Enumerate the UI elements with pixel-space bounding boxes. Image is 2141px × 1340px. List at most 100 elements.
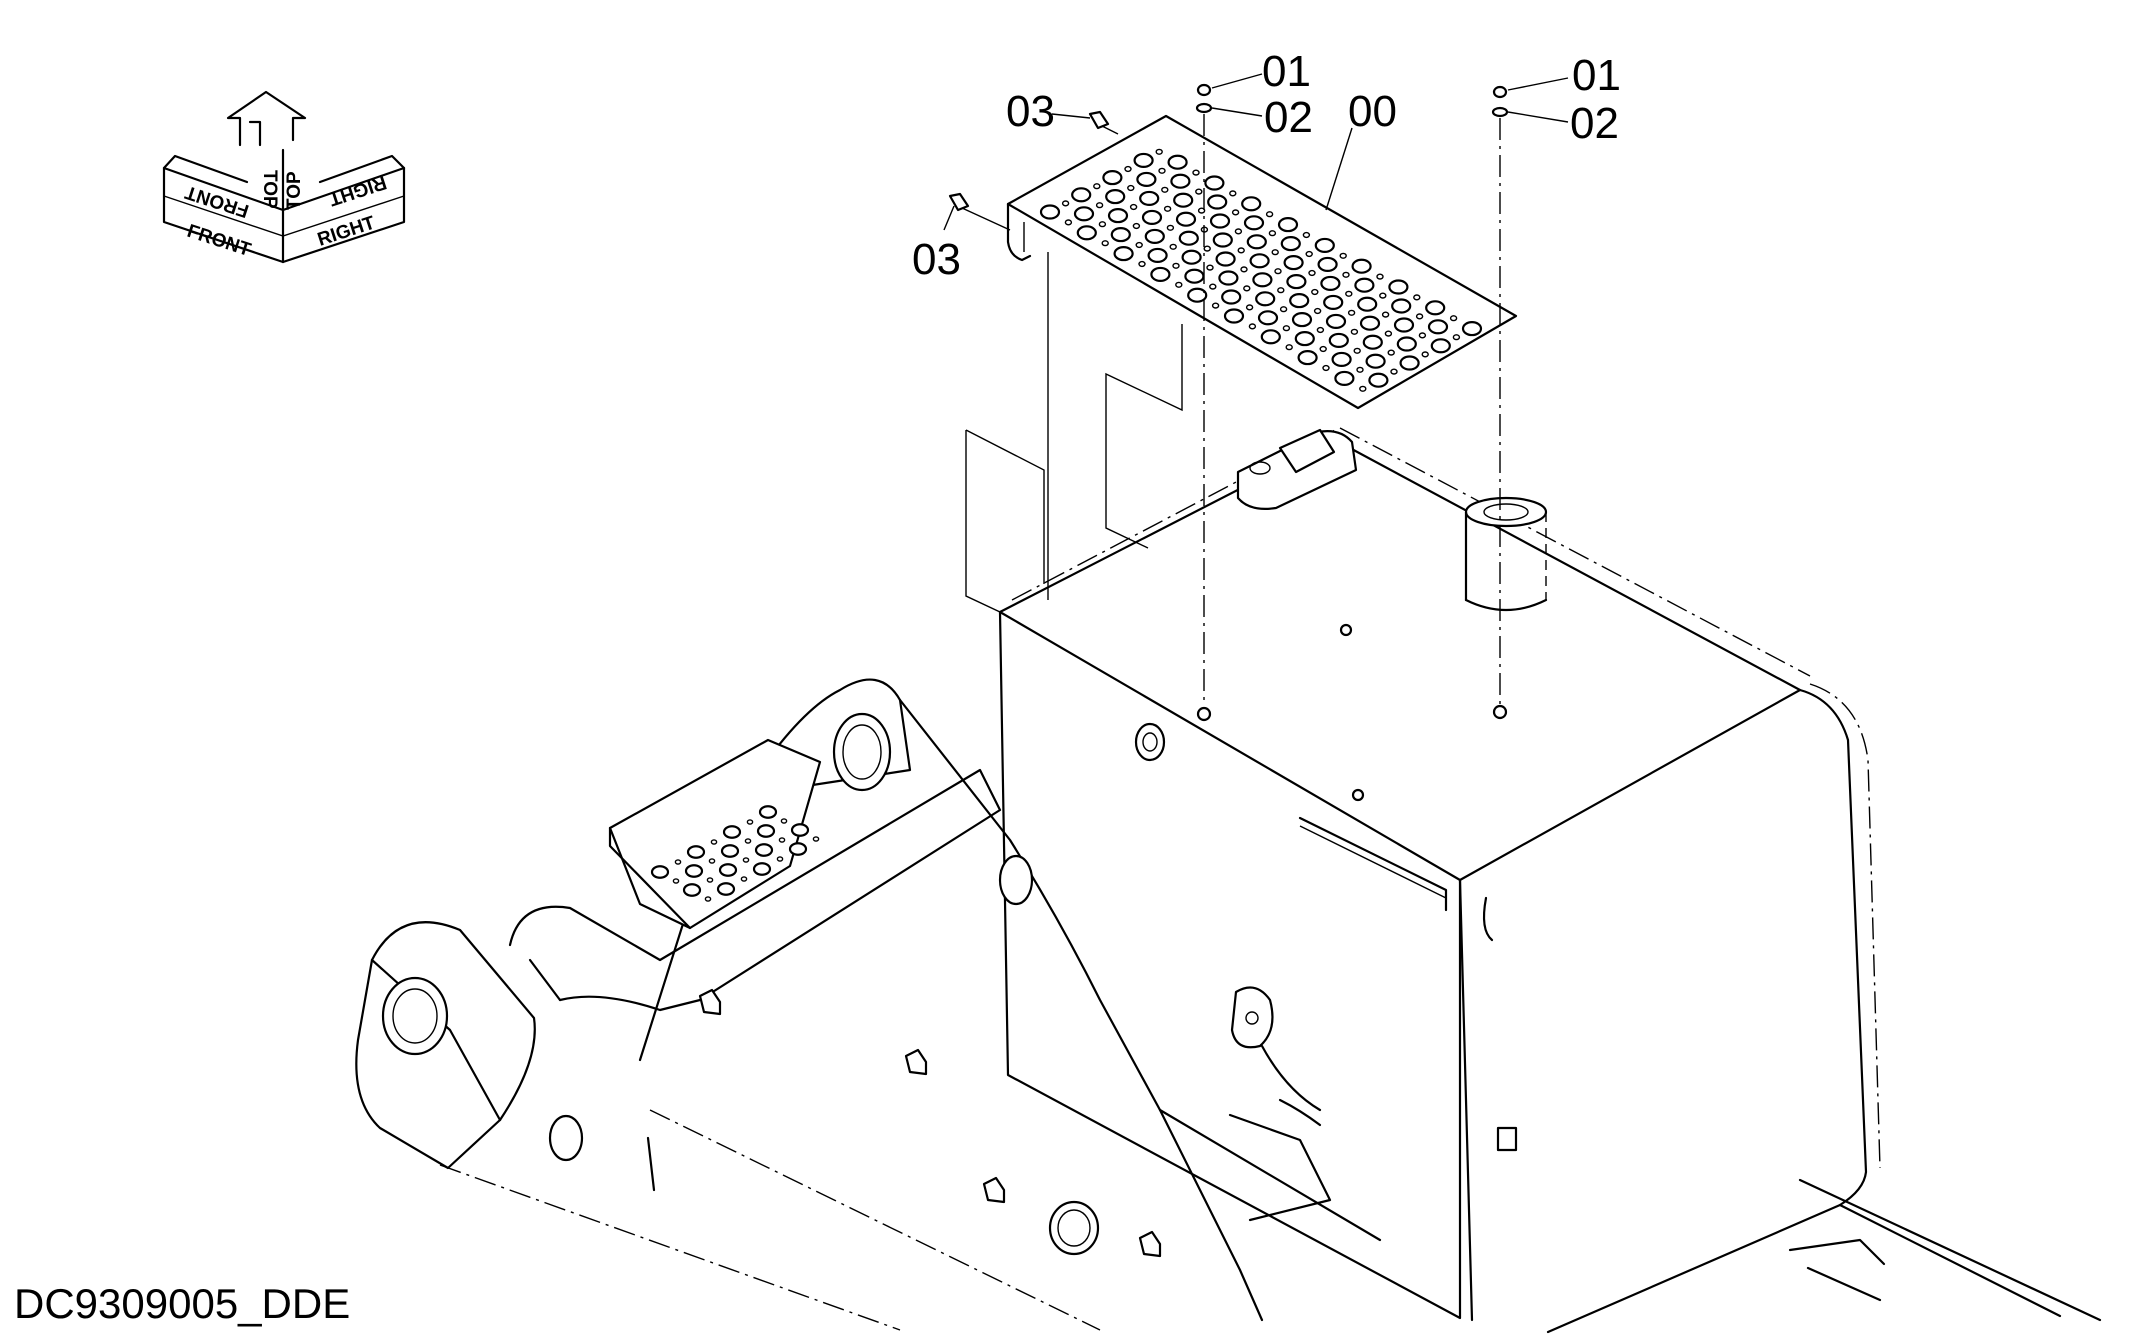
perforation-dot bbox=[1234, 228, 1243, 235]
perforation-dot bbox=[706, 877, 714, 883]
perforation-dot bbox=[1322, 364, 1330, 372]
perforation-dot bbox=[1379, 292, 1387, 299]
perforation-dot bbox=[1452, 334, 1461, 341]
perforation-dot bbox=[1268, 230, 1277, 237]
perforation-hole bbox=[1286, 274, 1307, 290]
perforation-hole bbox=[1331, 351, 1352, 367]
orientation-indicator: FRONT FRONT TOP TOP RIGHT RIGHT bbox=[162, 90, 406, 264]
perforation-dot bbox=[1347, 309, 1356, 316]
perforation-dot bbox=[1390, 368, 1398, 375]
perforation-dot bbox=[746, 819, 754, 825]
perforation-dot bbox=[1132, 222, 1141, 230]
perforation-dot bbox=[710, 839, 718, 845]
perforation-hole bbox=[1246, 234, 1267, 250]
perforation-hole bbox=[1147, 247, 1168, 263]
perforation-hole bbox=[1320, 275, 1341, 291]
step-plate bbox=[1006, 114, 1518, 410]
perforation-dot bbox=[1229, 190, 1237, 197]
washer-right bbox=[1491, 106, 1509, 118]
hardware bbox=[943, 73, 1569, 706]
perforation-hole bbox=[1167, 154, 1188, 170]
perforation-dot bbox=[1353, 347, 1361, 354]
perforation-dot bbox=[1158, 167, 1166, 174]
perforation-hole bbox=[1102, 170, 1123, 186]
perforation-hole bbox=[650, 865, 670, 879]
perforation-dot bbox=[1418, 332, 1427, 339]
nut-right bbox=[1492, 85, 1508, 99]
perforation-dot bbox=[1387, 349, 1395, 356]
perforation-dot bbox=[1339, 252, 1347, 259]
perforation-dot bbox=[1163, 205, 1172, 212]
perforation-hole bbox=[1427, 319, 1449, 335]
perforation-hole bbox=[1461, 321, 1483, 337]
step-plate-holes bbox=[1039, 148, 1483, 392]
perforation-dot bbox=[1169, 243, 1177, 250]
perforation-dot bbox=[674, 859, 682, 865]
perforation-hole bbox=[1297, 350, 1318, 366]
front-step-holes bbox=[650, 805, 820, 902]
perforation-dot bbox=[1061, 200, 1070, 207]
perforation-hole bbox=[686, 845, 706, 859]
perforation-dot bbox=[742, 857, 750, 863]
perforation-dot bbox=[1172, 262, 1180, 269]
perforation-hole bbox=[1257, 310, 1279, 326]
perforation-dot bbox=[1237, 247, 1245, 254]
perforation-hole bbox=[682, 883, 702, 897]
drawing-id: DC9309005_DDE bbox=[14, 1280, 351, 1327]
perforation-hole bbox=[758, 805, 778, 819]
perforation-dot bbox=[1342, 271, 1350, 278]
perforation-hole bbox=[1359, 315, 1381, 331]
perforation-hole bbox=[1425, 300, 1446, 316]
perforation-dot bbox=[1155, 148, 1163, 155]
perforation-hole bbox=[1260, 329, 1281, 345]
callout-label: 01 bbox=[1262, 47, 1311, 96]
perforation-dot bbox=[1449, 315, 1458, 322]
perforation-hole bbox=[1393, 317, 1415, 333]
perforation-hole bbox=[1181, 249, 1202, 265]
perforation-dot bbox=[1319, 345, 1327, 353]
perforation-hole bbox=[788, 842, 808, 856]
perforation-hole bbox=[1325, 313, 1347, 329]
perforation-hole bbox=[1294, 331, 1315, 347]
perforation-hole bbox=[718, 863, 738, 877]
perforation-dot bbox=[1197, 207, 1206, 214]
perforation-hole bbox=[1076, 225, 1097, 241]
perforation-dot bbox=[1282, 325, 1291, 332]
perforation-dot bbox=[1316, 326, 1325, 334]
perforation-dot bbox=[1302, 231, 1311, 239]
perforation-hole bbox=[1223, 308, 1245, 324]
perforation-dot bbox=[1413, 294, 1421, 301]
perforation-dot bbox=[1203, 245, 1211, 252]
orientation-label-right: RIGHT bbox=[315, 212, 378, 250]
perforation-dot bbox=[1166, 224, 1175, 231]
perforation-dot bbox=[1195, 188, 1203, 195]
perforation-dot bbox=[1271, 249, 1279, 256]
perforation-hole bbox=[756, 824, 776, 838]
perforation-hole bbox=[752, 862, 772, 876]
perforation-hole bbox=[1212, 232, 1233, 248]
perforation-dot bbox=[1206, 264, 1214, 271]
perforation-dot bbox=[1095, 202, 1104, 209]
perforation-dot bbox=[1279, 306, 1288, 313]
perforation-hole bbox=[1323, 294, 1344, 310]
perforation-dot bbox=[1308, 269, 1316, 277]
perforation-hole bbox=[1136, 171, 1157, 187]
perforation-dot bbox=[1274, 268, 1282, 275]
perforation-dot bbox=[1245, 304, 1254, 311]
perforation-dot bbox=[1127, 184, 1135, 192]
perforation-dot bbox=[1064, 219, 1073, 226]
perforation-hole bbox=[1113, 246, 1134, 262]
callout-label: 03 bbox=[1006, 87, 1055, 136]
perforation-dot bbox=[1384, 330, 1393, 337]
perforation-dot bbox=[1359, 385, 1367, 392]
perforation-hole bbox=[1178, 230, 1199, 246]
perforation-hole bbox=[1241, 196, 1262, 212]
perforation-dot bbox=[708, 858, 716, 864]
perforation-dot bbox=[1356, 366, 1364, 373]
perforation-dot bbox=[780, 818, 788, 824]
perforation-hole bbox=[1215, 251, 1236, 267]
perforation-hole bbox=[722, 825, 742, 839]
orientation-label-top-mirror: TOP bbox=[284, 171, 305, 210]
perforation-hole bbox=[1283, 255, 1304, 271]
perforation-hole bbox=[716, 882, 736, 896]
